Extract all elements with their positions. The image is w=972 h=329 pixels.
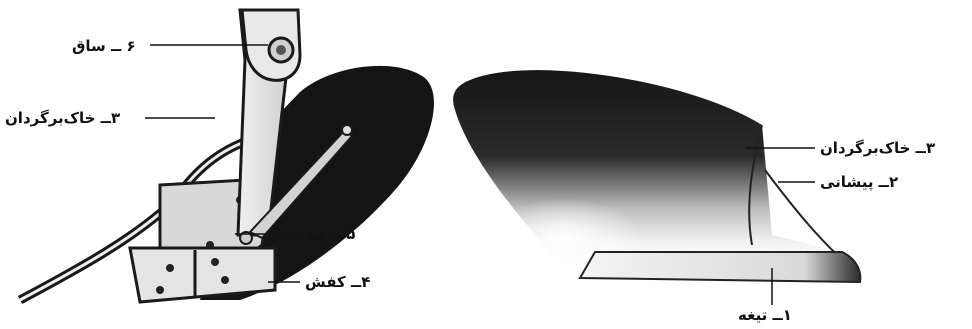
label-shank: ۶ ــ ساق [72, 37, 136, 55]
label-landside: ۴ــ کفش [305, 273, 370, 291]
label-shin: ۲ــ پیشانی [820, 173, 898, 191]
label-right-moldboard: ۳ــ خاک‌برگردان [820, 139, 935, 157]
right-share [580, 252, 860, 282]
right-plow [453, 70, 860, 282]
label-share: ۱ــ تیغه [738, 306, 792, 324]
label-brace: ۵ ــ بند [305, 225, 355, 243]
label-left-moldboard: ۳ــ خاک‌برگردان [5, 109, 120, 127]
